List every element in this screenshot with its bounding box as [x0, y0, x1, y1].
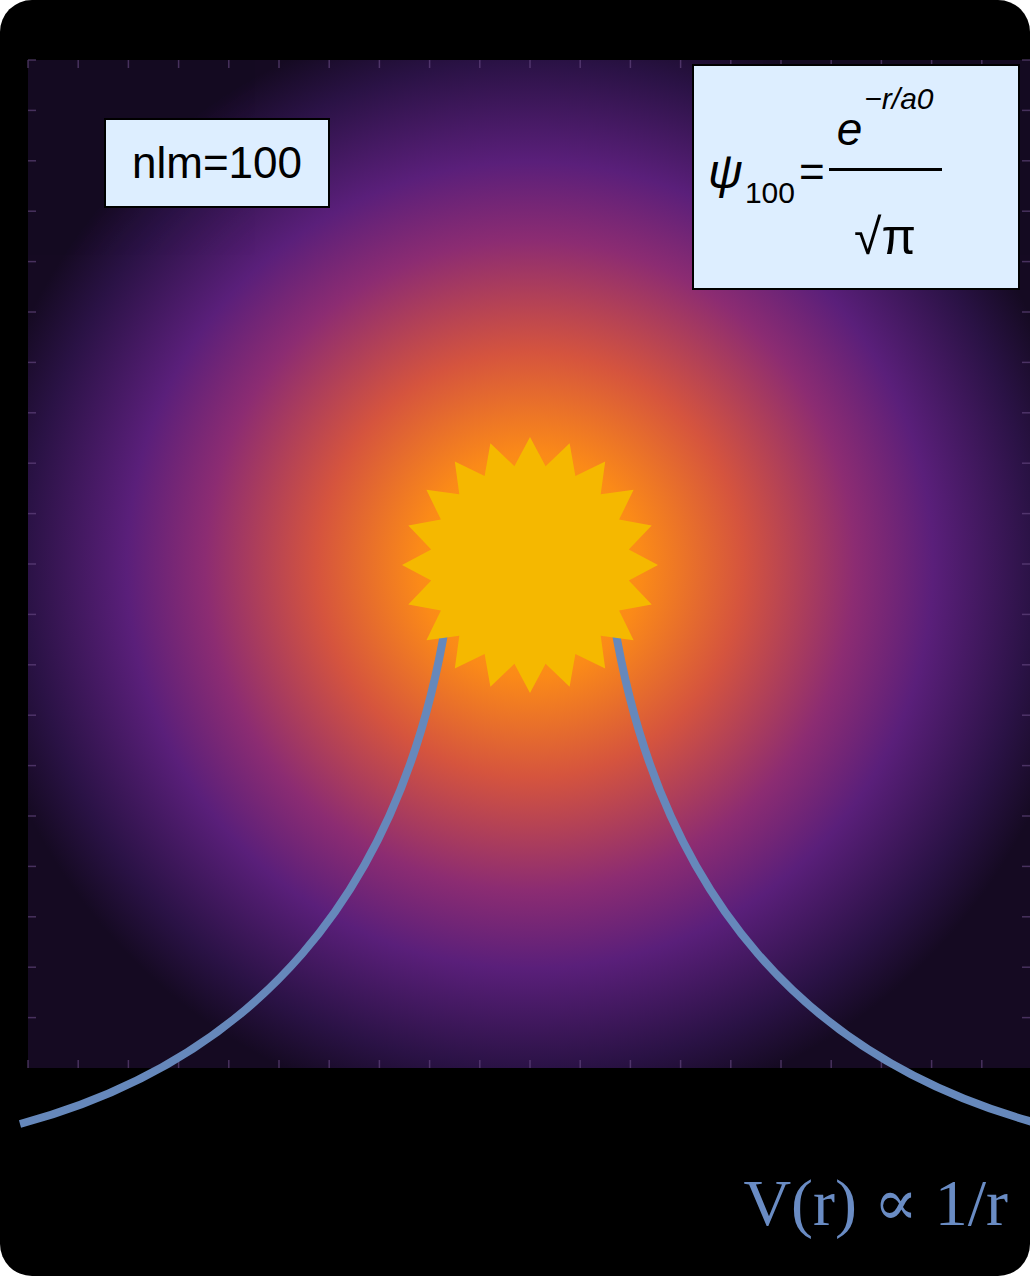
potential-curve — [20, 622, 446, 1124]
formula-box: ψ100= e−r/a0 √π — [692, 64, 1020, 290]
formula-box: nlm=100 — [104, 118, 330, 208]
state-label: nlm=100 — [132, 141, 302, 185]
exponential-base: e — [837, 106, 863, 152]
density-plot — [28, 60, 1030, 1068]
nucleus-star — [402, 437, 658, 693]
potential-curve — [614, 622, 1030, 1124]
square-root: √π — [854, 212, 916, 262]
psi-symbol: ψ — [708, 148, 743, 196]
equals-sign: = — [799, 150, 825, 194]
fraction-bar — [829, 168, 942, 171]
potential-label: V(r) ∝ 1/r — [743, 1170, 1008, 1236]
exponent: −r/a0 — [864, 84, 933, 114]
axis-ticks — [28, 60, 1030, 1068]
subscript: 100 — [745, 178, 795, 208]
